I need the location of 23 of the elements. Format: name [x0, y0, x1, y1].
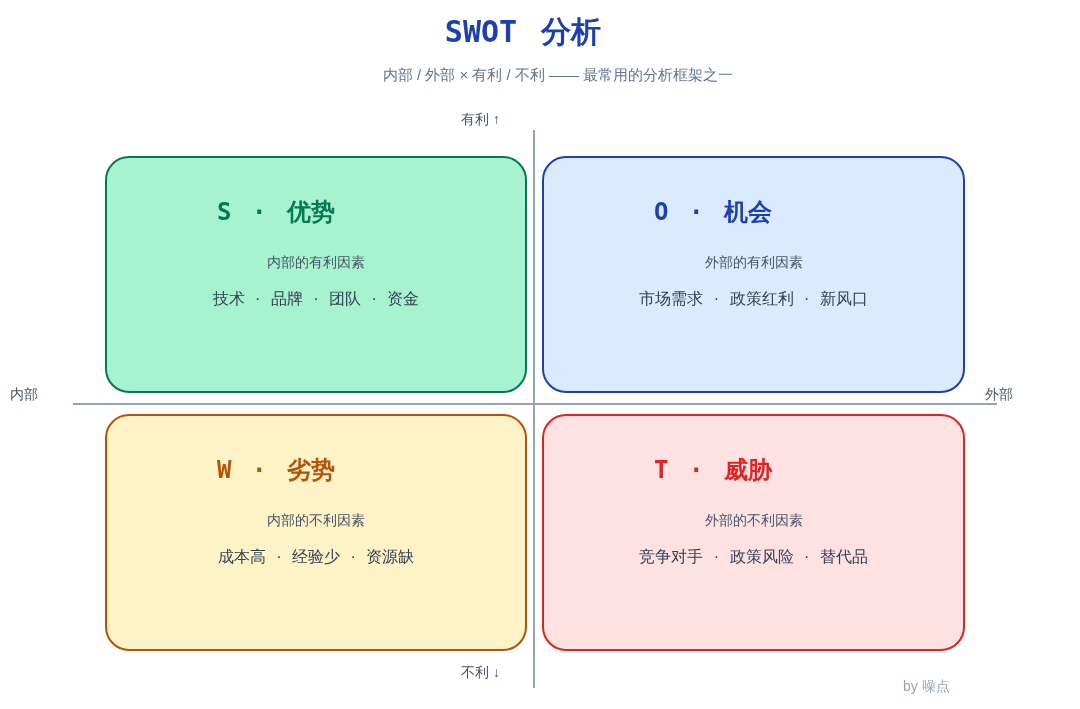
- title: SWOT 分析: [443, 13, 603, 51]
- quadrant-box: [542, 414, 965, 651]
- quadrant-subtitle: 外部的不利因素: [703, 512, 804, 530]
- quadrant-heading: T · 威胁: [654, 455, 772, 486]
- quadrant-box: [542, 156, 965, 393]
- quadrant-subtitle: 内部的不利因素: [266, 512, 366, 530]
- axis-label: 外部: [985, 386, 1013, 404]
- quadrant-box: [105, 414, 527, 651]
- quadrant-heading: O · 机会: [654, 197, 772, 228]
- quadrant-heading: S · 优势: [217, 197, 335, 228]
- axis-label: 内部: [10, 386, 38, 404]
- author-credit: by 噪点: [903, 678, 950, 696]
- quadrant-box: [105, 156, 527, 393]
- factor-list: 市场需求 · 政策红利 · 新风口: [544, 289, 963, 310]
- factor-list: 技术 · 品牌 · 团队 · 资金: [107, 289, 525, 310]
- axis-label: 有利 ↑: [461, 111, 500, 129]
- subtitle: 内部 / 外部 × 有利 / 不利 —— 最常用的分析框架之一: [381, 66, 735, 85]
- quadrant-heading: W · 劣势: [217, 455, 335, 486]
- quadrant-subtitle: 外部的有利因素: [703, 254, 804, 272]
- factor-list: 成本高 · 经验少 · 资源缺: [107, 547, 525, 568]
- factor-list: 竞争对手 · 政策风险 · 替代品: [544, 547, 963, 568]
- quadrant-subtitle: 内部的有利因素: [266, 254, 366, 272]
- axis-label: 不利 ↓: [461, 664, 500, 682]
